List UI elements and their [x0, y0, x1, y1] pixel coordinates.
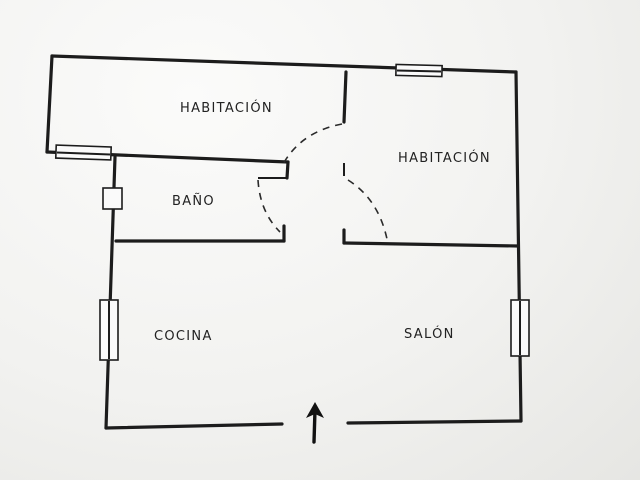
right-bedroom-door-swing: [347, 179, 389, 245]
bedroom-divider-top: [342, 70, 348, 124]
door-swings: [257, 123, 389, 245]
room-label-kitchen: COCINA: [154, 329, 213, 344]
upper-bedroom-door-swing: [281, 123, 343, 167]
room-label-bedroom-upper: HABITACIÓN: [180, 100, 273, 116]
top-wall: [50, 54, 518, 74]
bottom-wall-right: [346, 419, 523, 425]
bottom-wall-left: [104, 422, 284, 430]
bathroom-door-swing: [257, 179, 281, 233]
room-labels: HABITACIÓN HABITACIÓN BAÑO COCINA SALÓN: [154, 100, 491, 344]
bathroom-right-wall-top: [285, 160, 290, 180]
upper-left-wall: [45, 54, 54, 154]
arrow-head: [306, 402, 324, 418]
arrow-shaft: [312, 408, 317, 444]
bathroom-window: [102, 187, 123, 210]
room-label-bathroom: BAÑO: [172, 193, 215, 209]
room-label-bedroom-right: HABITACIÓN: [398, 150, 491, 166]
windows: [54, 63, 530, 361]
room-label-living-room: SALÓN: [404, 326, 455, 342]
right-bedroom-bottom-wall: [342, 241, 520, 248]
up-arrow-icon: [306, 402, 324, 444]
upper-left-window-pane: [56, 151, 111, 156]
top-window-pane: [396, 69, 442, 73]
interior-walls: [45, 70, 520, 248]
